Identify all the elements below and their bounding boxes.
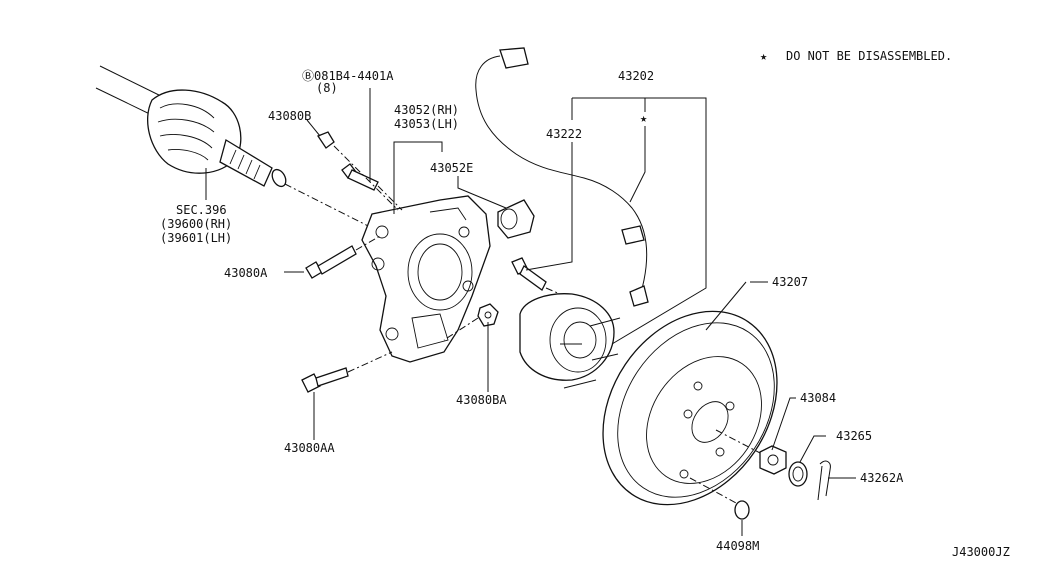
label-39600: (39600(RH) bbox=[160, 217, 232, 231]
bolt-43080aa bbox=[301, 367, 349, 393]
leader-lines bbox=[205, 88, 856, 536]
bolt-43080b bbox=[317, 131, 335, 149]
label-43080ba: 43080BA bbox=[456, 393, 507, 407]
nut-43084 bbox=[759, 445, 787, 475]
label-43207: 43207 bbox=[772, 275, 808, 289]
cap-43265 bbox=[788, 461, 808, 487]
bolt-43080a bbox=[305, 245, 357, 279]
label-sec396: SEC.396 bbox=[176, 203, 227, 217]
bolt-08184 bbox=[341, 163, 379, 191]
label-43052: 43052(RH) bbox=[394, 103, 459, 117]
label-43080b: 43080B bbox=[268, 109, 311, 123]
nut-43080ba bbox=[477, 303, 499, 327]
cap-44098m bbox=[734, 500, 750, 520]
bushing-43052e bbox=[497, 199, 535, 239]
brake-disc bbox=[602, 310, 778, 506]
steering-knuckle bbox=[361, 195, 491, 363]
drive-shaft bbox=[95, 65, 381, 233]
label-43222: 43222 bbox=[546, 127, 582, 141]
note-symbol: ★ bbox=[760, 49, 767, 63]
label-44098m: 44098M bbox=[716, 539, 759, 553]
part-labels: ★ DO NOT BE DISASSEMBLED. Ⓑ081B4-4401A (… bbox=[160, 49, 1010, 559]
label-08184: Ⓑ081B4-4401A bbox=[302, 69, 394, 83]
star-marker: ★ bbox=[640, 111, 647, 125]
label-08184-qty: (8) bbox=[316, 81, 338, 95]
label-39601: (39601(LH) bbox=[160, 231, 232, 245]
hub-bearing bbox=[511, 257, 621, 389]
label-43084: 43084 bbox=[800, 391, 836, 405]
label-43265: 43265 bbox=[836, 429, 872, 443]
abs-sensor-wire bbox=[475, 47, 649, 307]
label-43262a: 43262A bbox=[860, 471, 904, 485]
pin-43262a bbox=[817, 460, 831, 501]
label-43053: 43053(LH) bbox=[394, 117, 459, 131]
label-43052e: 43052E bbox=[430, 161, 473, 175]
label-43080aa: 43080AA bbox=[284, 441, 335, 455]
label-43202: 43202 bbox=[618, 69, 654, 83]
label-43080a: 43080A bbox=[224, 266, 268, 280]
note-text: DO NOT BE DISASSEMBLED. bbox=[786, 49, 952, 63]
diagram-code: J43000JZ bbox=[952, 545, 1010, 559]
